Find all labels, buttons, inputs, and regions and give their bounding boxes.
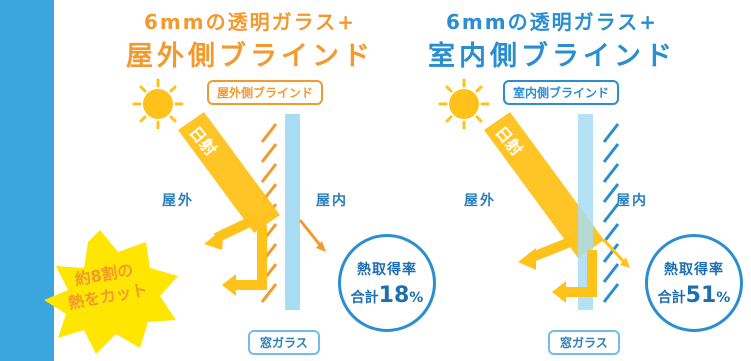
left-total: 合計18% [350,283,424,308]
right-down-arrow [562,250,597,297]
left-down-arrow [232,225,267,290]
right-glass-label: 窓ガラス [548,330,620,355]
left-outside-label: 屋外 [162,193,194,209]
left-heat-gain-label: 熱取得率 [357,262,417,278]
left-sun-icon [132,78,184,130]
left-total-value: 18 [378,283,410,308]
right-sun-beam [484,112,604,258]
left-glass [285,114,300,310]
left-glass-label: 窓ガラス [248,330,320,355]
right-sun-icon [438,78,490,130]
left-inside-label: 屋内 [316,193,348,209]
left-transmit-arrow [298,219,322,246]
right-total: 合計51% [657,283,731,308]
right-heat-gain-label: 熱取得率 [664,262,724,278]
left-heat-circle: 熱取得率 合計18% [338,234,436,332]
badge-starburst [44,230,178,354]
right-title-line1: 6mmの透明ガラス+ [446,10,658,34]
right-blind [602,123,620,303]
right-outside-label: 屋外 [464,193,496,209]
left-sun-beam [178,112,280,233]
right-total-value: 51 [685,283,717,308]
left-title-line1: 6mmの透明ガラス+ [144,10,356,34]
right-reflect-arrow [528,235,577,263]
left-blind-tag: 屋外側ブラインド [207,80,324,105]
right-heat-circle: 熱取得率 合計51% [645,234,743,332]
right-blind-tag: 室内側ブラインド [503,80,620,105]
right-inside-label: 屋内 [616,193,648,209]
left-title-line2: 屋外側ブラインド [126,41,374,72]
right-title-line2: 室内側ブラインド [428,41,676,72]
right-transmit-arrow [602,238,626,264]
side-stripe [0,0,54,361]
